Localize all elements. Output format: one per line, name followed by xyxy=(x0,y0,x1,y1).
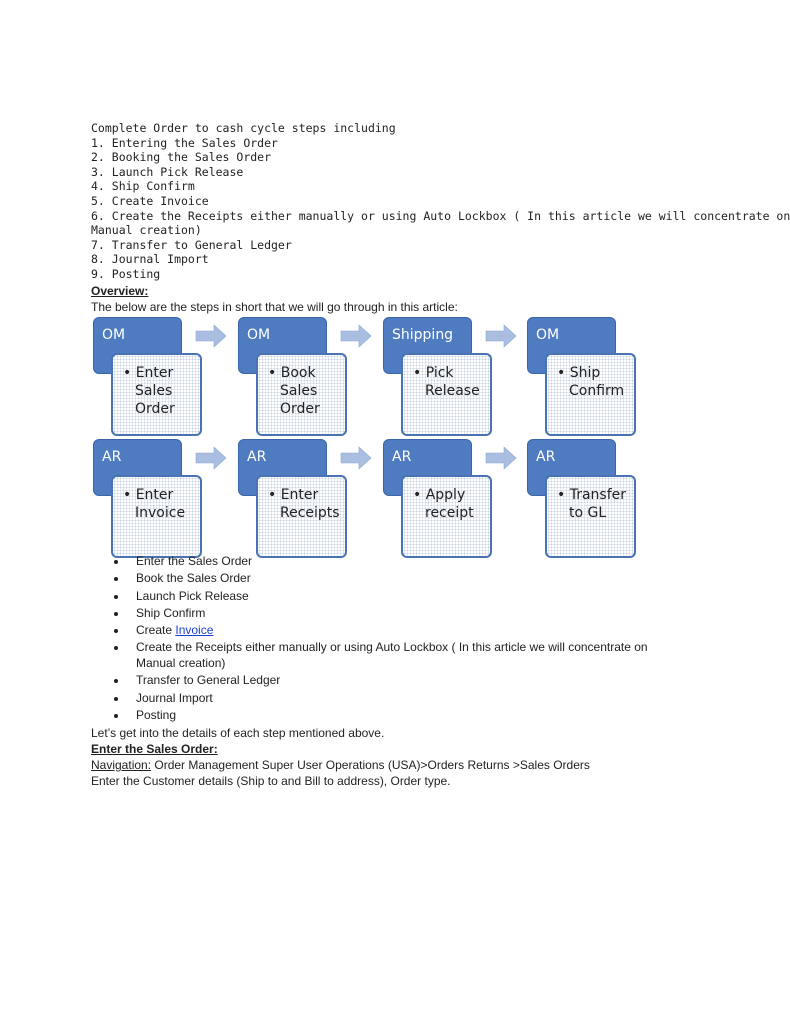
intro-step: 3. Launch Pick Release xyxy=(91,164,244,179)
list-item: Launch Pick Release xyxy=(91,589,691,605)
details-section: Let’s get into the details of each step … xyxy=(91,725,711,789)
step-line: Confirm xyxy=(569,383,625,399)
step-line: Order xyxy=(280,401,320,417)
receipts-line-cont: Manual creation) xyxy=(136,656,226,670)
step-card: • Ship Confirm xyxy=(545,353,636,436)
step-line: • Pick xyxy=(413,365,454,381)
step-module: OM xyxy=(536,327,560,343)
list-item: Create Invoice xyxy=(91,623,691,639)
intro-step: 5. Create Invoice xyxy=(91,193,209,208)
receipts-line: Create the Receipts either manually or u… xyxy=(136,640,648,655)
list-item: Transfer to General Ledger xyxy=(91,673,691,689)
intro-section: Complete Order to cash cycle steps inclu… xyxy=(91,121,790,282)
summary-bullet-list: Enter the Sales Order Book the Sales Ord… xyxy=(91,554,691,725)
step-line: Receipts xyxy=(280,505,340,521)
navigation-label: Navigation: xyxy=(91,758,152,772)
diagram-step: OM • Book Sales Order xyxy=(238,317,347,437)
step-line: Sales xyxy=(280,383,318,399)
step-line: • Apply xyxy=(413,487,466,503)
step-line: Release xyxy=(425,383,480,399)
step-module: OM xyxy=(102,327,126,343)
list-item: Enter the Sales Order xyxy=(91,554,691,570)
overview-text: The below are the steps in short that we… xyxy=(91,300,458,314)
step-line: • Book xyxy=(268,365,316,381)
navigation-line: Navigation: Order Management Super User … xyxy=(91,757,711,773)
diagram-step: AR • Enter Invoice xyxy=(93,439,202,559)
step-card: • Book Sales Order xyxy=(256,353,347,436)
step-card: • Pick Release xyxy=(401,353,492,436)
right-arrow-icon xyxy=(340,446,372,470)
navigation-path: Order Management Super User Operations (… xyxy=(151,758,590,772)
step-line: Invoice xyxy=(135,505,186,521)
diagram-step: Shipping • Pick Release xyxy=(383,317,492,437)
step-line: receipt xyxy=(425,505,474,521)
step-module: AR xyxy=(102,449,122,465)
step-module: AR xyxy=(247,449,267,465)
list-item: Book the Sales Order xyxy=(91,571,691,587)
right-arrow-icon xyxy=(195,324,227,348)
list-item: Posting xyxy=(91,708,691,724)
right-arrow-icon xyxy=(340,324,372,348)
intro-title: Complete Order to cash cycle steps inclu… xyxy=(91,121,396,135)
right-arrow-icon xyxy=(485,446,517,470)
step-card: • Enter Receipts xyxy=(256,475,347,558)
list-item: Create the Receipts either manually or u… xyxy=(91,640,691,671)
step-card: • Transfer to GL xyxy=(545,475,636,558)
step-line: • Enter xyxy=(123,487,174,503)
intro-step: 4. Ship Confirm xyxy=(91,179,195,194)
right-arrow-icon xyxy=(195,446,227,470)
intro-step: 8. Journal Import xyxy=(91,252,209,267)
step-card: • Apply receipt xyxy=(401,475,492,558)
overview-heading: Overview: xyxy=(91,284,149,298)
list-item: Journal Import xyxy=(91,691,691,707)
step-module: Shipping xyxy=(392,327,454,343)
step-module: AR xyxy=(536,449,556,465)
step-module: OM xyxy=(247,327,271,343)
customer-details-text: Enter the Customer details (Ship to and … xyxy=(91,774,451,788)
intro-step: 2. Booking the Sales Order xyxy=(91,150,272,165)
step-card: • Enter Sales Order xyxy=(111,353,202,436)
right-arrow-icon xyxy=(485,324,517,348)
step-module: AR xyxy=(392,449,412,465)
list-item: Ship Confirm xyxy=(91,606,691,622)
step-line: • Enter xyxy=(268,487,319,503)
intro-step: 9. Posting xyxy=(91,266,161,281)
step-line: Sales xyxy=(135,383,173,399)
step-card: • Enter Invoice xyxy=(111,475,202,558)
diagram-step: AR • Transfer to GL xyxy=(527,439,636,559)
step-line: to GL xyxy=(569,505,607,521)
diagram-step: OM • Enter Sales Order xyxy=(93,317,202,437)
step-line: • Ship xyxy=(557,365,601,381)
diagram-step: OM • Ship Confirm xyxy=(527,317,636,437)
section-heading: Enter the Sales Order: xyxy=(91,742,218,756)
intro-step: 7. Transfer to General Ledger xyxy=(91,237,292,252)
details-intro: Let’s get into the details of each step … xyxy=(91,726,385,740)
intro-step: 6. Create the Receipts either manually o… xyxy=(91,208,790,223)
step-line: • Transfer xyxy=(557,487,627,503)
invoice-link[interactable]: Invoice xyxy=(175,623,214,638)
diagram-step: AR • Apply receipt xyxy=(383,439,492,559)
step-line: Order xyxy=(135,401,175,417)
process-diagram: OM • Enter Sales Order OM • Book Sales O… xyxy=(93,317,643,559)
step-line: • Enter xyxy=(123,365,174,381)
intro-step: Manual creation) xyxy=(91,223,202,238)
diagram-step: AR • Enter Receipts xyxy=(238,439,347,559)
create-label: Create xyxy=(136,623,173,638)
intro-step: 1. Entering the Sales Order xyxy=(91,135,278,150)
